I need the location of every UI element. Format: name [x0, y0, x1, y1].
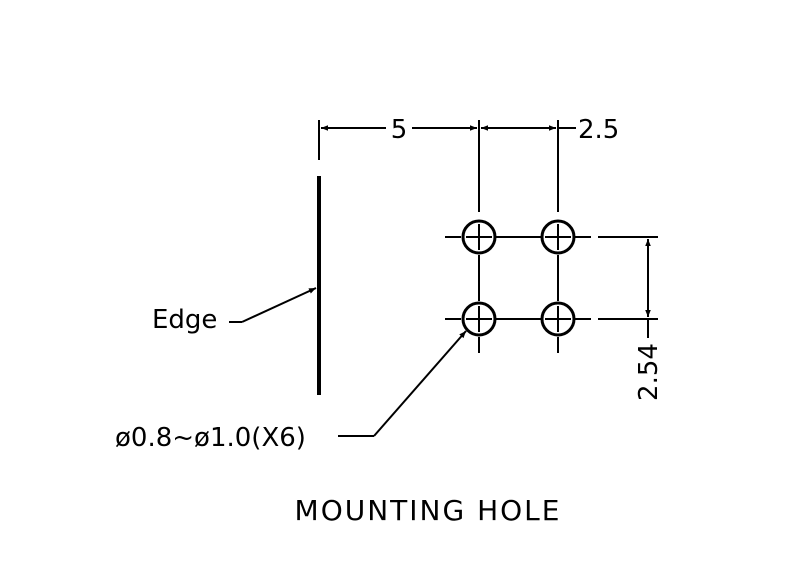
edge-label: Edge	[152, 305, 217, 335]
dimension-label-2-54: 2.54	[634, 343, 664, 401]
mounting-hole	[461, 301, 497, 337]
mounting-hole	[461, 219, 497, 255]
mounting-hole	[540, 219, 576, 255]
drawing-title: MOUNTING HOLE	[295, 494, 562, 527]
hole-spec-label: ø0.8~ø1.0(X6)	[115, 423, 306, 453]
dimension-label-5: 5	[391, 115, 408, 145]
dimension-label-2-5: 2.5	[578, 115, 619, 145]
mounting-hole	[540, 301, 576, 337]
hole-centerlines	[445, 224, 591, 353]
edge-leader-arrow	[241, 287, 317, 323]
hole-spec-leader-arrow	[373, 330, 467, 437]
